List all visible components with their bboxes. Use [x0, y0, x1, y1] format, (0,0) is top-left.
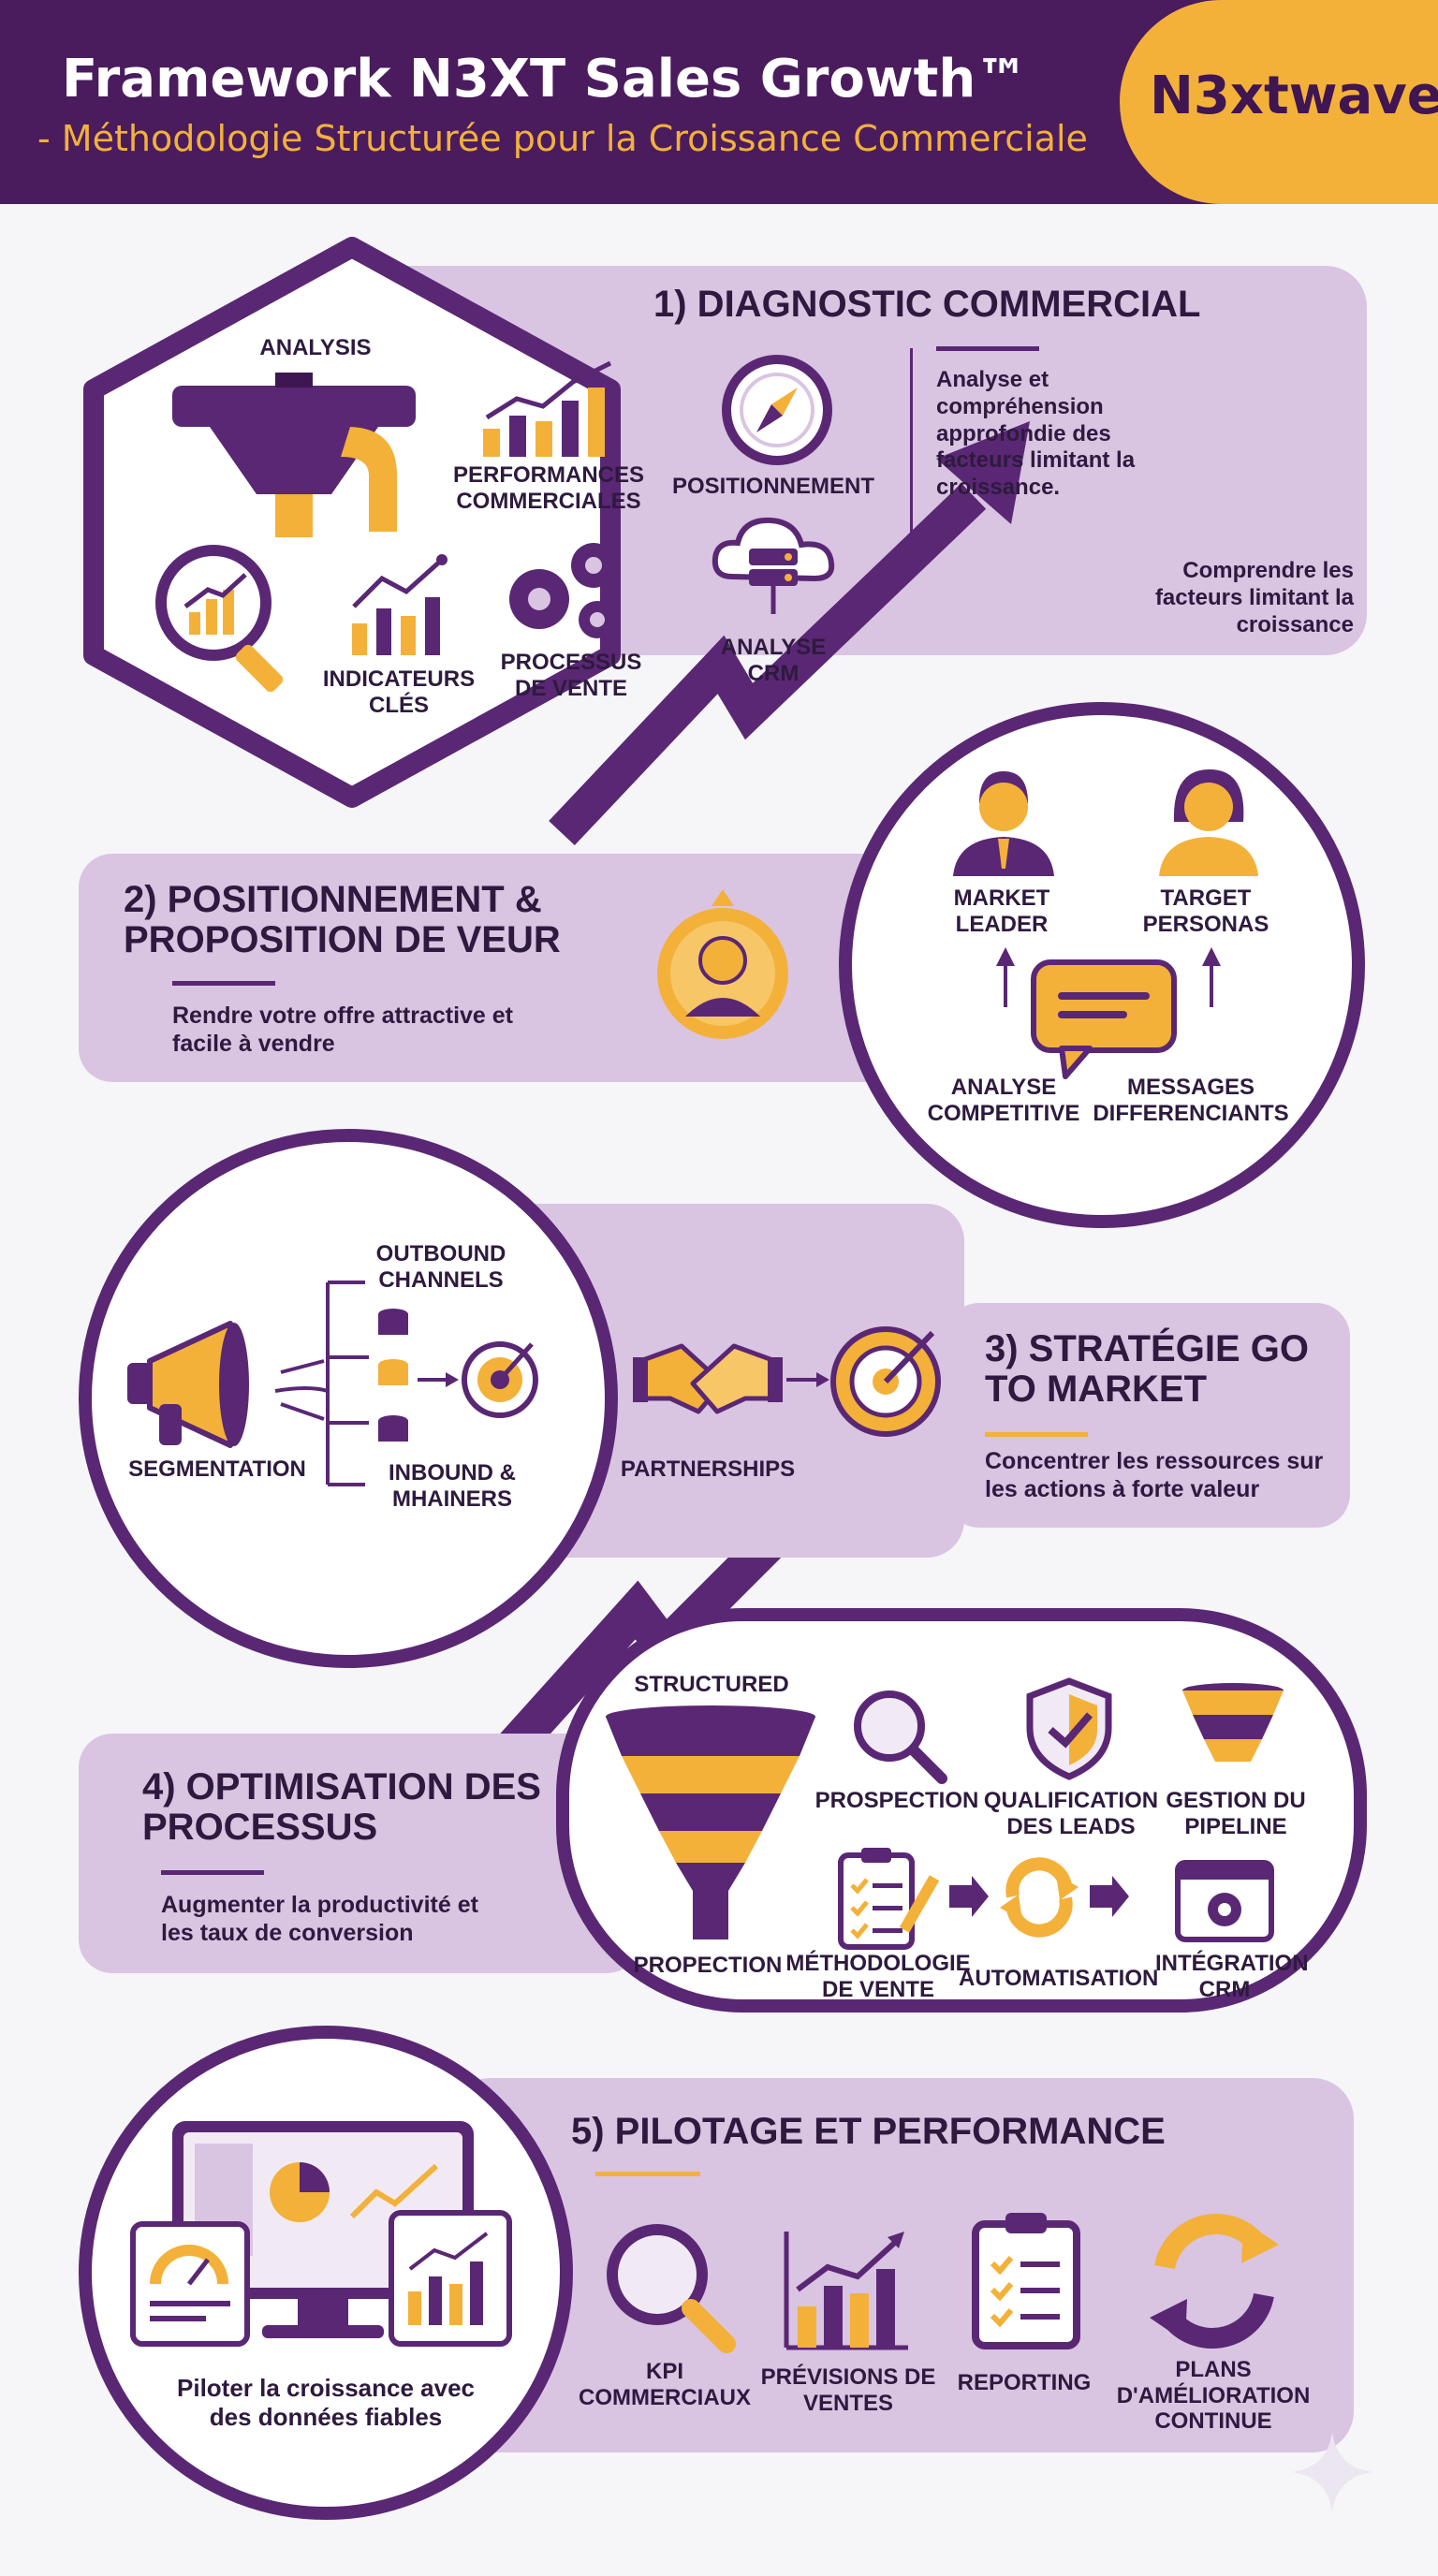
gears-icon: [509, 543, 616, 638]
businesswoman-icon: [1159, 769, 1258, 876]
label-analysis: ANALYSIS: [259, 335, 372, 360]
label-inbound-mhainers: INBOUND & MHAINERS: [389, 1460, 516, 1512]
label-processus-de-vente: PROCESSUS DE VENTE: [500, 650, 642, 701]
compass-icon: [722, 355, 832, 465]
section-5-description: Piloter la croissance avec des données f…: [177, 2374, 475, 2432]
page-title: Framework N3XT Sales Growth™: [62, 49, 1029, 110]
label-methodologie-de-vente: MÉTHODOLOGIE DE VENTE: [785, 1951, 971, 2002]
label-market-leader: MARKET LEADER: [953, 886, 1050, 937]
page-subtitle: - Méthodologie Structurée pour la Croiss…: [37, 118, 1088, 159]
section-1-description: Analyse et compréhension approfondie des…: [936, 367, 1136, 501]
line-chart-icon: [352, 554, 448, 655]
flow-arrows: [996, 947, 1221, 1007]
label-automatisation: AUTOMATISATION: [959, 1966, 1159, 1991]
brand-logo: N3xtwave: [1120, 0, 1438, 204]
forecast-chart-icon: [784, 2232, 908, 2350]
section-2-rule: [172, 981, 275, 986]
shield-check-icon: [1026, 1677, 1112, 1780]
label-gestion-du-pipeline: GESTION DU PIPELINE: [1166, 1788, 1306, 1839]
bar-chart-icon: [483, 360, 612, 457]
section-2-title: 2) POSITIONNEMENT & PROPOSITION DE VEUR: [124, 879, 561, 961]
label-structured: STRUCTURED: [634, 1672, 789, 1697]
section-4-panel: [79, 1734, 640, 1973]
label-integration-crm: INTÉGRATION CRM: [1155, 1951, 1309, 2002]
person-badge-icon: [657, 889, 788, 1039]
section-3-rule: [985, 1432, 1088, 1437]
businessman-icon: [953, 771, 1054, 876]
chat-bubble-icon: [1031, 959, 1177, 1079]
magnifier-chart-icon: [155, 545, 284, 693]
checklist-icon: [838, 1848, 940, 1950]
section-3-title: 3) STRATÉGIE GO TO MARKET: [985, 1328, 1309, 1411]
section-4-title: 4) OPTIMISATION DES PROCESSUS: [142, 1766, 541, 1849]
cloud-server-icon: [712, 517, 835, 614]
dashboard-devices-icon: [130, 2121, 512, 2347]
crm-window-icon: [1175, 1860, 1274, 1942]
target-goal-icon: [786, 1326, 941, 1437]
funnel-icon: [606, 1705, 815, 1939]
section-4-description: Augmenter la productivité et les taux de…: [161, 1892, 478, 1946]
channel-branches: [274, 1281, 369, 1486]
section-5-rule: [595, 2172, 700, 2176]
label-previsions-de-ventes: PRÉVISIONS DE VENTES: [760, 2364, 936, 2416]
header-banner: Framework N3XT Sales Growth™ - Méthodolo…: [0, 0, 1438, 204]
sparkle-icon: [1292, 2432, 1372, 2512]
label-partnerships: PARTNERSHIPS: [620, 1456, 796, 1482]
cycle-arrows-icon: [1150, 2214, 1279, 2349]
report-clipboard-icon: [972, 2213, 1080, 2349]
section-1-tagline: Comprendre les facteurs limitant la croi…: [1154, 558, 1354, 637]
database-icon: [378, 1309, 408, 1442]
section-4-rule: [161, 1870, 264, 1875]
label-reporting: REPORTING: [957, 2370, 1092, 2395]
label-prospection: PROSPECTION: [814, 1788, 979, 1813]
section-3-description: Concentrer les ressources sur les action…: [985, 1448, 1324, 1502]
label-plans-amelioration-continue: PLANS D'AMÉLIORATION CONTINUE: [1116, 2357, 1311, 2435]
search-icon: [854, 1690, 947, 1784]
label-indicateurs-cles: INDICATEURS CLÉS: [322, 666, 476, 718]
label-analyse-crm: ANALYSE CRM: [720, 635, 827, 686]
label-messages-differenciants: MESSAGES DIFFERENCIANTS: [1093, 1075, 1289, 1126]
label-target-personas: TARGET PERSONAS: [1142, 886, 1269, 937]
section-1-title: 1) DIAGNOSTIC COMMERCIAL: [653, 284, 1201, 325]
label-qualification-des-leads: QUALIFICATION DES LEADS: [983, 1788, 1159, 1839]
section-2-description: Rendre votre offre attractive et facile …: [172, 1003, 514, 1057]
label-performances-commerciales: PERFORMANCES COMMERCIALES: [452, 462, 644, 514]
sync-icon: [949, 1857, 1129, 1938]
pipeline-icon: [172, 373, 416, 537]
section-1-rule: [936, 346, 1039, 351]
label-segmentation: SEGMENTATION: [128, 1456, 306, 1482]
section-1-divider: [910, 348, 913, 550]
section-5-title: 5) PILOTAGE ET PERFORMANCE: [571, 2111, 1166, 2152]
label-analyse-competitive: ANALYSE COMPETITIVE: [927, 1075, 1080, 1126]
pipeline-funnel-icon: [1182, 1683, 1284, 1762]
label-outbound-channels: OUTBOUND CHANNELS: [375, 1241, 506, 1293]
section-5-panel: [449, 2078, 1354, 2452]
label-kpi-commerciaux: KPI COMMERCIAUX: [579, 2359, 751, 2410]
handshake-icon: [633, 1343, 783, 1414]
label-propection: PROPECTION: [633, 1953, 783, 1978]
brand-name: N3xtwave: [1150, 66, 1438, 126]
kpi-magnifier-icon: [607, 2224, 736, 2353]
target-icon: [418, 1341, 538, 1418]
section-3-panel-right: [946, 1303, 1350, 1528]
label-positionnement: POSITIONNEMENT: [671, 474, 874, 499]
megaphone-icon: [127, 1321, 249, 1448]
